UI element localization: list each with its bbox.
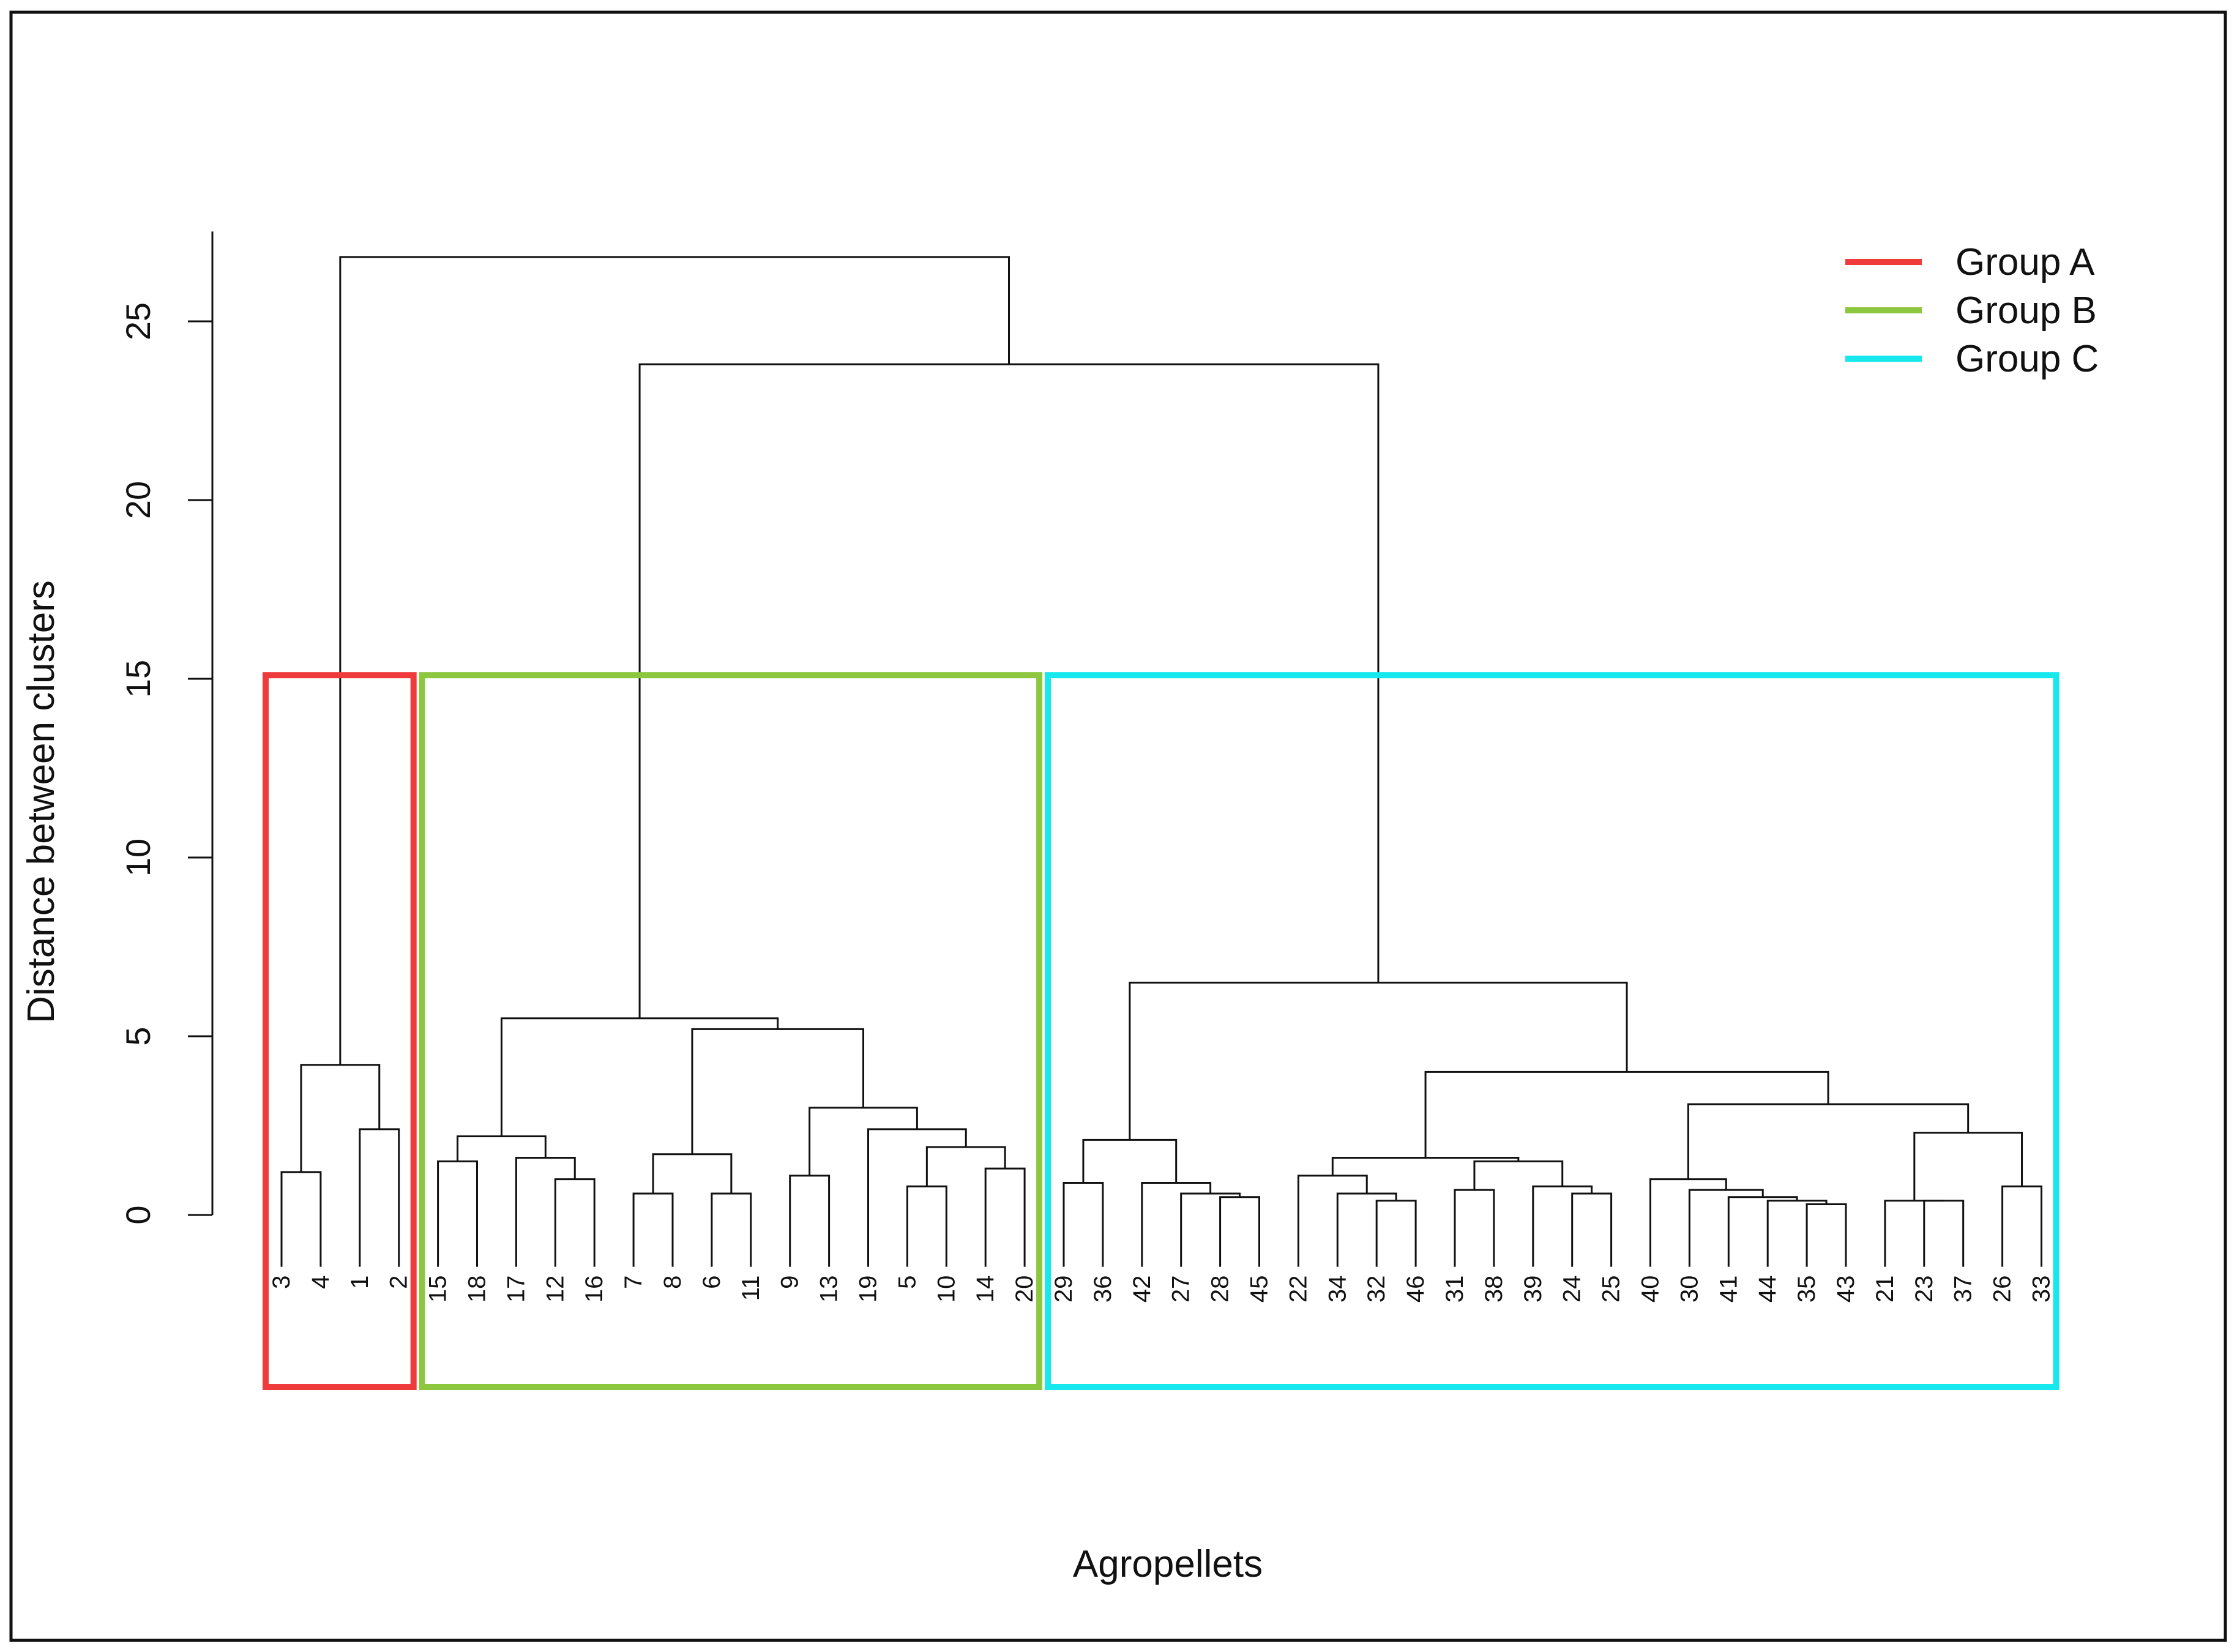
- leaf-label: 35: [1793, 1276, 1820, 1303]
- legend-entry-label: Group A: [1955, 241, 2095, 283]
- figure-frame: [9, 10, 2227, 1642]
- leaf-label: 26: [1989, 1276, 2016, 1303]
- leaf-label: 42: [1129, 1276, 1156, 1303]
- leaf-label: 3: [268, 1276, 295, 1289]
- leaf-label: 43: [1832, 1276, 1859, 1303]
- leaf-label: 15: [425, 1276, 452, 1303]
- leaf-label: 29: [1050, 1276, 1077, 1303]
- leaf-label: 22: [1285, 1276, 1312, 1303]
- leaf-label: 41: [1715, 1276, 1742, 1303]
- leaf-label: 20: [1011, 1276, 1038, 1303]
- leaf-label: 37: [1950, 1276, 1977, 1303]
- y-axis-title: Distance between clusters: [20, 580, 62, 1023]
- leaf-label: 40: [1637, 1276, 1664, 1303]
- leaf-label: 6: [698, 1276, 725, 1289]
- leaf-label: 36: [1089, 1276, 1116, 1303]
- leaf-label: 13: [816, 1276, 843, 1303]
- y-tick-label: 20: [119, 481, 157, 519]
- group-box: [419, 672, 1043, 1390]
- leaf-label: 2: [386, 1276, 413, 1289]
- legend-entry-label: Group C: [1955, 338, 2099, 380]
- dendrogram-link: [339, 256, 1010, 1065]
- group-boxes: [263, 672, 2060, 1390]
- y-axis: 0 5 10 15 20 25: [119, 231, 214, 1225]
- leaf-label: 16: [581, 1276, 608, 1303]
- leaf-label: 39: [1520, 1276, 1547, 1303]
- leaf-label: 24: [1559, 1276, 1586, 1303]
- y-tick-label: 15: [119, 660, 157, 698]
- leaf-label: 44: [1754, 1276, 1781, 1303]
- y-tick-label: 10: [119, 839, 157, 876]
- leaf-label: 21: [1872, 1276, 1899, 1303]
- leaf-label: 5: [894, 1276, 921, 1289]
- x-axis-title: Agropellets: [1073, 1543, 1263, 1585]
- leaf-label: 45: [1246, 1276, 1273, 1303]
- leaf-label: 34: [1324, 1276, 1351, 1303]
- leaf-label: 1: [346, 1276, 373, 1289]
- dendrogram-link: [1884, 1200, 1944, 1267]
- leaf-label: 25: [1598, 1276, 1625, 1303]
- legend-entry-label: Group B: [1955, 290, 2097, 332]
- leaf-label: 11: [738, 1276, 764, 1301]
- y-tick-label: 25: [119, 302, 157, 340]
- group-box: [1045, 672, 2060, 1390]
- group-box: [263, 672, 417, 1390]
- leaf-label: 9: [777, 1276, 804, 1289]
- leaf-label: 10: [933, 1276, 960, 1303]
- leaf-label: 14: [972, 1276, 999, 1303]
- leaf-label: 32: [1363, 1276, 1390, 1303]
- leaf-label: 17: [502, 1276, 529, 1303]
- leaf-label: 33: [2028, 1276, 2055, 1303]
- leaf-label: 38: [1481, 1276, 1507, 1303]
- leaf-label: 27: [1168, 1276, 1195, 1303]
- leaf-label: 18: [464, 1276, 491, 1303]
- leaf-label: 8: [659, 1276, 686, 1289]
- leaf-label: 19: [855, 1276, 882, 1303]
- leaf-label: 30: [1676, 1276, 1703, 1303]
- leaf-label: 7: [620, 1276, 647, 1289]
- leaf-label: 28: [1207, 1276, 1234, 1303]
- leaf-label: 12: [542, 1276, 569, 1303]
- y-tick-label: 0: [119, 1205, 157, 1224]
- leaf-label: 46: [1402, 1276, 1429, 1303]
- leaf-label: 31: [1441, 1276, 1468, 1303]
- leaf-label: 23: [1911, 1276, 1938, 1303]
- leaf-label: 4: [307, 1276, 334, 1289]
- y-tick-label: 5: [119, 1026, 157, 1045]
- legend: Group A Group B Group C: [1845, 241, 2099, 380]
